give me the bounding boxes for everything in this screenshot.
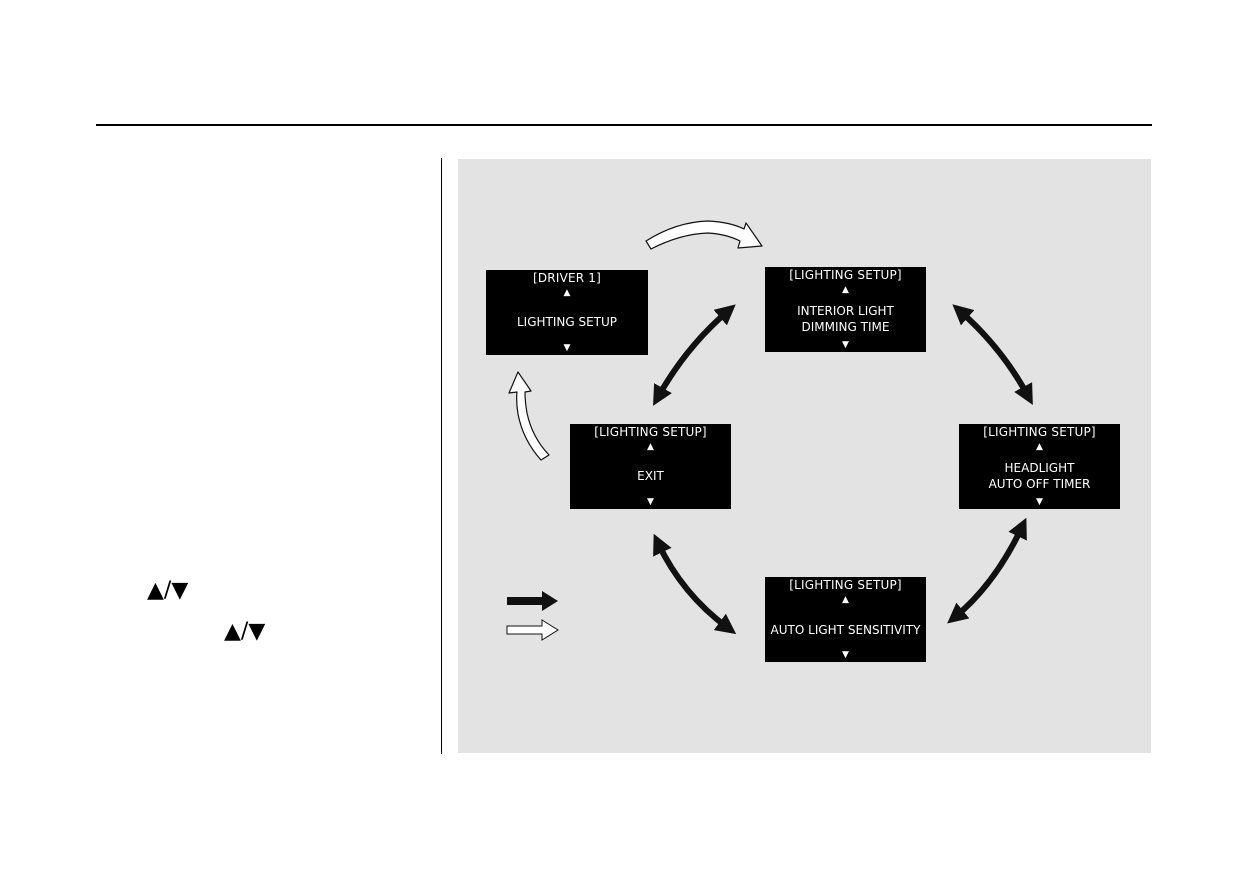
slash-separator: / xyxy=(163,578,172,603)
screen-header: [LIGHTING SETUP] xyxy=(789,268,902,282)
white-curved-arrow-top xyxy=(645,220,763,250)
screen-line: AUTO OFF TIMER xyxy=(988,477,1091,491)
down-indicator-icon: ▼ xyxy=(647,497,654,507)
double-arrow-interior-headlight xyxy=(952,304,1033,405)
screen-header: [DRIVER 1] xyxy=(532,271,602,285)
up-indicator-icon: ▲ xyxy=(842,285,849,295)
legend-white-arrow xyxy=(506,619,559,641)
double-arrow-exit-sensitivity xyxy=(653,533,737,635)
up-indicator-icon: ▲ xyxy=(563,288,571,298)
screen-line: AUTO LIGHT SENSITIVITY xyxy=(770,623,921,637)
screen-interior-light-dimming-time: [LIGHTING SETUP] ▲ INTERIOR LIGHT DIMMIN… xyxy=(765,267,926,352)
screen-header: [LIGHTING SETUP] xyxy=(789,578,902,592)
up-indicator-icon: ▲ xyxy=(647,442,654,452)
double-arrow-interior-exit xyxy=(653,304,736,406)
screen-header: [LIGHTING SETUP] xyxy=(983,425,1096,439)
up-arrow-icon: ▲ xyxy=(224,619,241,644)
legend-black-arrow xyxy=(507,591,558,611)
screen-line: DIMMING TIME xyxy=(801,320,890,334)
up-arrow-icon: ▲ xyxy=(147,578,164,603)
screen-driver-lighting-setup: [DRIVER 1] ▲ LIGHTING SETUP ▼ xyxy=(486,270,648,355)
down-indicator-icon: ▼ xyxy=(563,343,571,353)
screen-line: INTERIOR LIGHT xyxy=(797,304,894,318)
key-glyphs-line-1: ▲/▼ xyxy=(147,580,188,602)
screen-line: EXIT xyxy=(637,469,664,483)
white-curved-arrow-left xyxy=(508,371,550,461)
slash-separator: / xyxy=(240,619,249,644)
down-indicator-icon: ▼ xyxy=(1036,497,1043,507)
double-arrow-headlight-sensitivity xyxy=(947,517,1027,624)
key-glyphs-line-2: ▲/▼ xyxy=(224,621,265,643)
screen-header: [LIGHTING SETUP] xyxy=(594,425,707,439)
screen-line: HEADLIGHT xyxy=(1004,461,1075,475)
down-indicator-icon: ▼ xyxy=(842,650,849,660)
screen-auto-light-sensitivity: [LIGHTING SETUP] ▲ AUTO LIGHT SENSITIVIT… xyxy=(765,577,926,662)
column-divider xyxy=(441,158,442,754)
up-indicator-icon: ▲ xyxy=(1036,442,1043,452)
screen-line: LIGHTING SETUP xyxy=(516,315,618,329)
down-arrow-icon: ▼ xyxy=(248,619,266,644)
up-indicator-icon: ▲ xyxy=(842,595,849,605)
screen-exit: [LIGHTING SETUP] ▲ EXIT ▼ xyxy=(570,424,731,509)
screen-headlight-auto-off-timer: [LIGHTING SETUP] ▲ HEADLIGHT AUTO OFF TI… xyxy=(959,424,1120,509)
down-arrow-icon: ▼ xyxy=(171,578,189,603)
down-indicator-icon: ▼ xyxy=(842,340,849,350)
top-rule xyxy=(96,124,1152,126)
